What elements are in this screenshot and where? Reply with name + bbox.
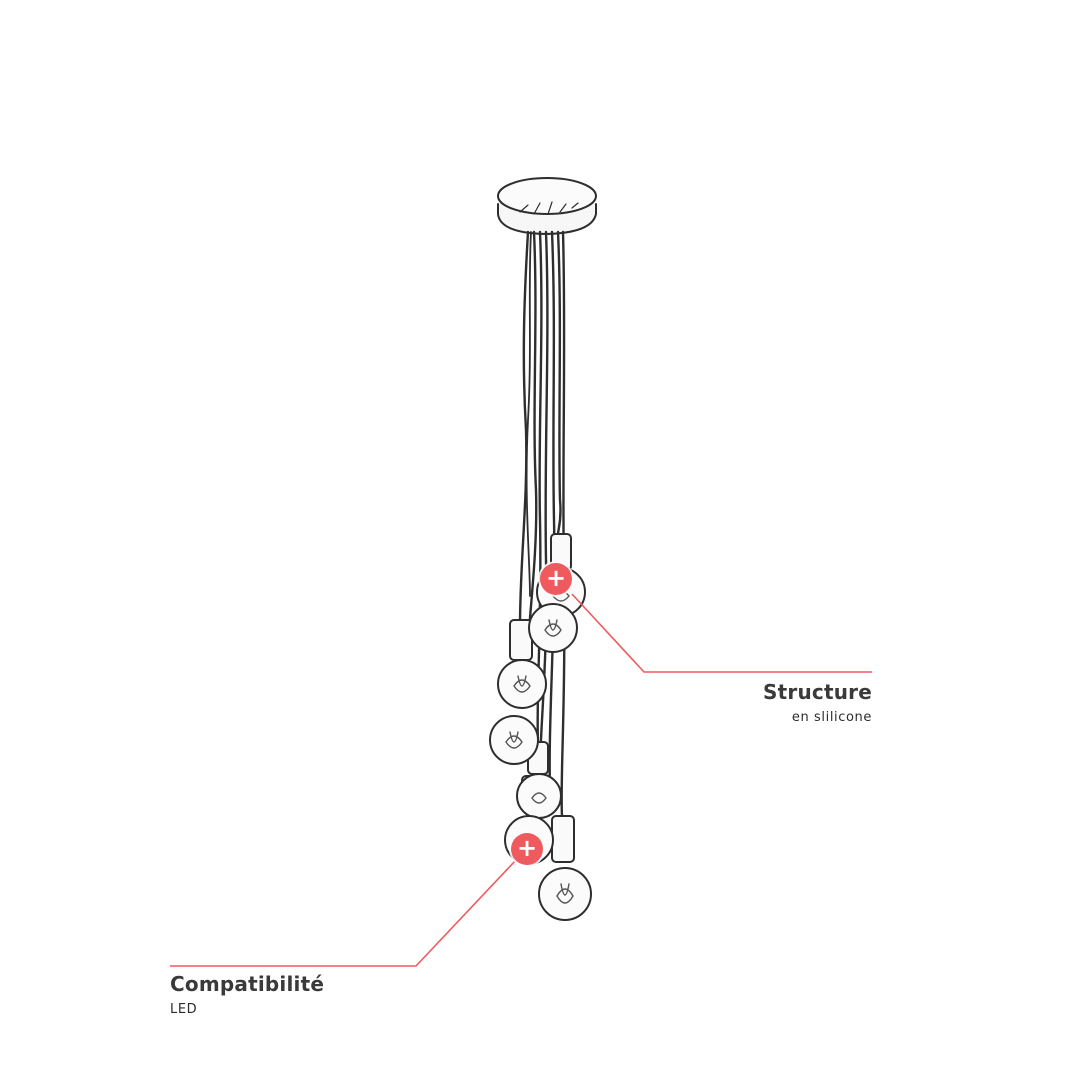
callout-line-compatibility <box>170 859 517 967</box>
plus-icon: + <box>516 834 538 862</box>
structure-hotspot-button[interactable]: + <box>540 563 572 595</box>
compatibility-hotspot-button[interactable]: + <box>511 833 543 865</box>
callout-line-structure <box>571 593 872 673</box>
callout-lines <box>170 593 872 967</box>
compatibility-subtitle: LED <box>170 1002 198 1017</box>
structure-subtitle: en slilicone <box>791 710 872 725</box>
compatibility-title: Compatibilité <box>170 972 325 996</box>
plus-icon: + <box>545 564 567 592</box>
structure-label: Structure en slilicone <box>763 680 872 725</box>
structure-title: Structure <box>763 680 872 704</box>
ceiling-canopy <box>497 177 597 236</box>
compatibility-label: Compatibilité LED <box>170 972 324 1017</box>
